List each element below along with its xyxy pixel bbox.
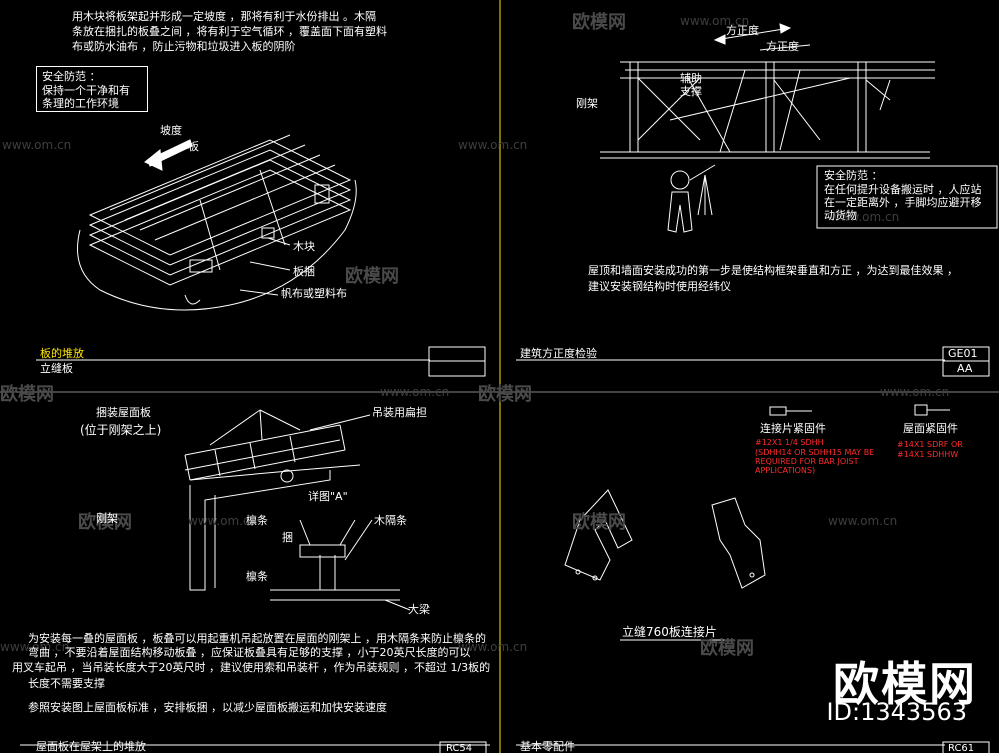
q2-safety-line: 动货物 [824, 209, 857, 222]
detail-label: 详图"A" [308, 490, 348, 503]
purlin2-label: 檩条 [246, 570, 268, 583]
q3-para-line: 弯曲 ，不要沿着屋面结构移动板叠 ，应保证板叠具有足够的支撑 ，小于20英尺长度… [28, 646, 471, 659]
fastener2-spec: #14X1 SDRF OR [897, 440, 963, 449]
hoist-label: 吊装用扁担 [372, 406, 427, 419]
watermark-url: www.om.cn [680, 14, 750, 28]
q1-safety-line: 安全防范 ： [42, 70, 101, 83]
q4-code: RC61 [948, 743, 975, 753]
bar-label: 木隔条 [374, 514, 407, 527]
watermark-url: www.om.cn [380, 385, 450, 399]
q3-para-line: 为安装每一叠的屋面板 ，板叠可以用起重机吊起放置在屋面的刚架上 ，用木隔条来防止… [28, 632, 486, 645]
q1-title: 板的堆放 [40, 347, 84, 360]
q2-code-2: AA [957, 362, 973, 375]
board-stack-drawing [77, 134, 357, 311]
q3-para-line: 长度不需要支撑 [28, 677, 105, 690]
watermark-brand: 欧模网 [572, 12, 626, 33]
beam-label: 大梁 [408, 603, 430, 616]
watermark-brand: 欧模网 [572, 512, 626, 533]
fastener1-spec: REQUIRED FOR BAR JOIST [755, 457, 859, 466]
watermark-url: www.om.cn [458, 138, 528, 152]
q2-note-line: 建议安装钢结构时使用经纬仪 [588, 280, 731, 293]
watermark-url: www.om.cn [0, 640, 70, 654]
q1-intro-line: 布或防水油布 ，防止污物和垃圾进入板的阴阶 [72, 40, 296, 53]
fastener1-label: 连接片紧固件 [760, 422, 826, 435]
watermark-brand: 欧模网 [700, 638, 754, 659]
purlin-label: 檩条 [246, 514, 268, 527]
brace-label: 辅助支撑 [680, 72, 702, 98]
q2-safety-line: 在一定距离外 ，手脚均应避开移 [824, 196, 982, 209]
q3-para-line: 用叉车起吊 ，当吊装长度大于20英尺时 ，建议使用索和吊装杆 ，作为吊装规则 ，… [12, 661, 491, 674]
q1-intro-line: 用木块将板架起并形成一定坡度 ，那将有利于水份排出 。木隔 [72, 10, 376, 23]
watermark-url: www.om.cn [2, 138, 72, 152]
squareness-label: 方正度 [766, 40, 799, 53]
brand-id: ID:1343563 [826, 698, 967, 726]
watermark-brand: 欧模网 [0, 384, 54, 405]
q1-safety-line: 条理的工作环境 [42, 97, 119, 110]
bundle-label: 捆装屋面板 [96, 406, 151, 419]
q1-safety-box [36, 66, 148, 112]
brand-logo-text: 欧模网 [833, 657, 977, 711]
watermark-url: www.om.cn [880, 385, 950, 399]
frame-label: 刚架 [96, 512, 118, 525]
q2-safety-line: 安全防范 ： [824, 169, 883, 182]
watermark-url: www.om.cn [188, 514, 258, 528]
roof-stacking-drawing [184, 409, 411, 611]
watermark-url: www.om.cn [830, 210, 900, 224]
callout-block: 木块 [293, 240, 315, 253]
frame-label: 刚架 [576, 97, 598, 110]
q1-intro-line: 条放在捆扎的板叠之间 ，将有利于空气循环 ，覆盖面下面有塑料 [72, 25, 387, 38]
bundle-note: (位于刚架之上) [80, 423, 162, 437]
q2-title: 建筑方正度检验 [520, 347, 597, 360]
squareness-label: 方正度 [726, 24, 759, 37]
board-label: 板 [188, 140, 199, 153]
standing-seam-clip-drawing [564, 404, 950, 641]
bundle2-label: 捆 [282, 531, 293, 544]
q2-safety-line: 在任何提升设备搬运时 ，人应站 [824, 183, 982, 196]
fastener2-label: 屋面紧固件 [903, 422, 958, 435]
q3-title: 屋面板在屋架上的堆放 [36, 740, 146, 753]
q3-para2: 参照安装图上屋面板标准 ，安排板捆 ，以减少屋面板搬运和加快安装速度 [28, 701, 387, 714]
q4-title: 基本零配件 [520, 740, 575, 753]
q1-subtitle: 立缝板 [40, 362, 73, 375]
watermark-brand: 欧模网 [78, 512, 132, 533]
fastener1-spec: #12X1 1/4 SDHH [755, 438, 824, 447]
callout-bundle: 板捆 [293, 265, 315, 278]
q2-code: GE01 [948, 347, 978, 360]
watermark-url: www.om.cn [828, 514, 898, 528]
q1-safety-line: 保持一个干净和有 [42, 84, 130, 97]
watermark-url: www.om.cn [458, 640, 528, 654]
fastener1-spec: (SDHH14 OR SDHH15 MAY BE [755, 448, 875, 457]
building-frame-drawing [600, 23, 935, 233]
slope-label: 坡度 [160, 124, 182, 137]
watermark-brand: 欧模网 [345, 266, 399, 287]
fastener2-spec: #14X1 SDHHW [897, 450, 959, 459]
q3-code: RC54 [446, 743, 473, 753]
callout-tarp: 帆布或塑料布 [281, 287, 347, 300]
watermark-brand: 欧模网 [478, 384, 532, 405]
clip-label: 立缝760板连接片 [622, 625, 717, 639]
q2-note-line: 屋顶和墙面安装成功的第一步是使结构框架垂直和方正 ，为达到最佳效果 ， [588, 264, 958, 277]
fastener1-spec: APPLICATIONS) [755, 466, 816, 475]
